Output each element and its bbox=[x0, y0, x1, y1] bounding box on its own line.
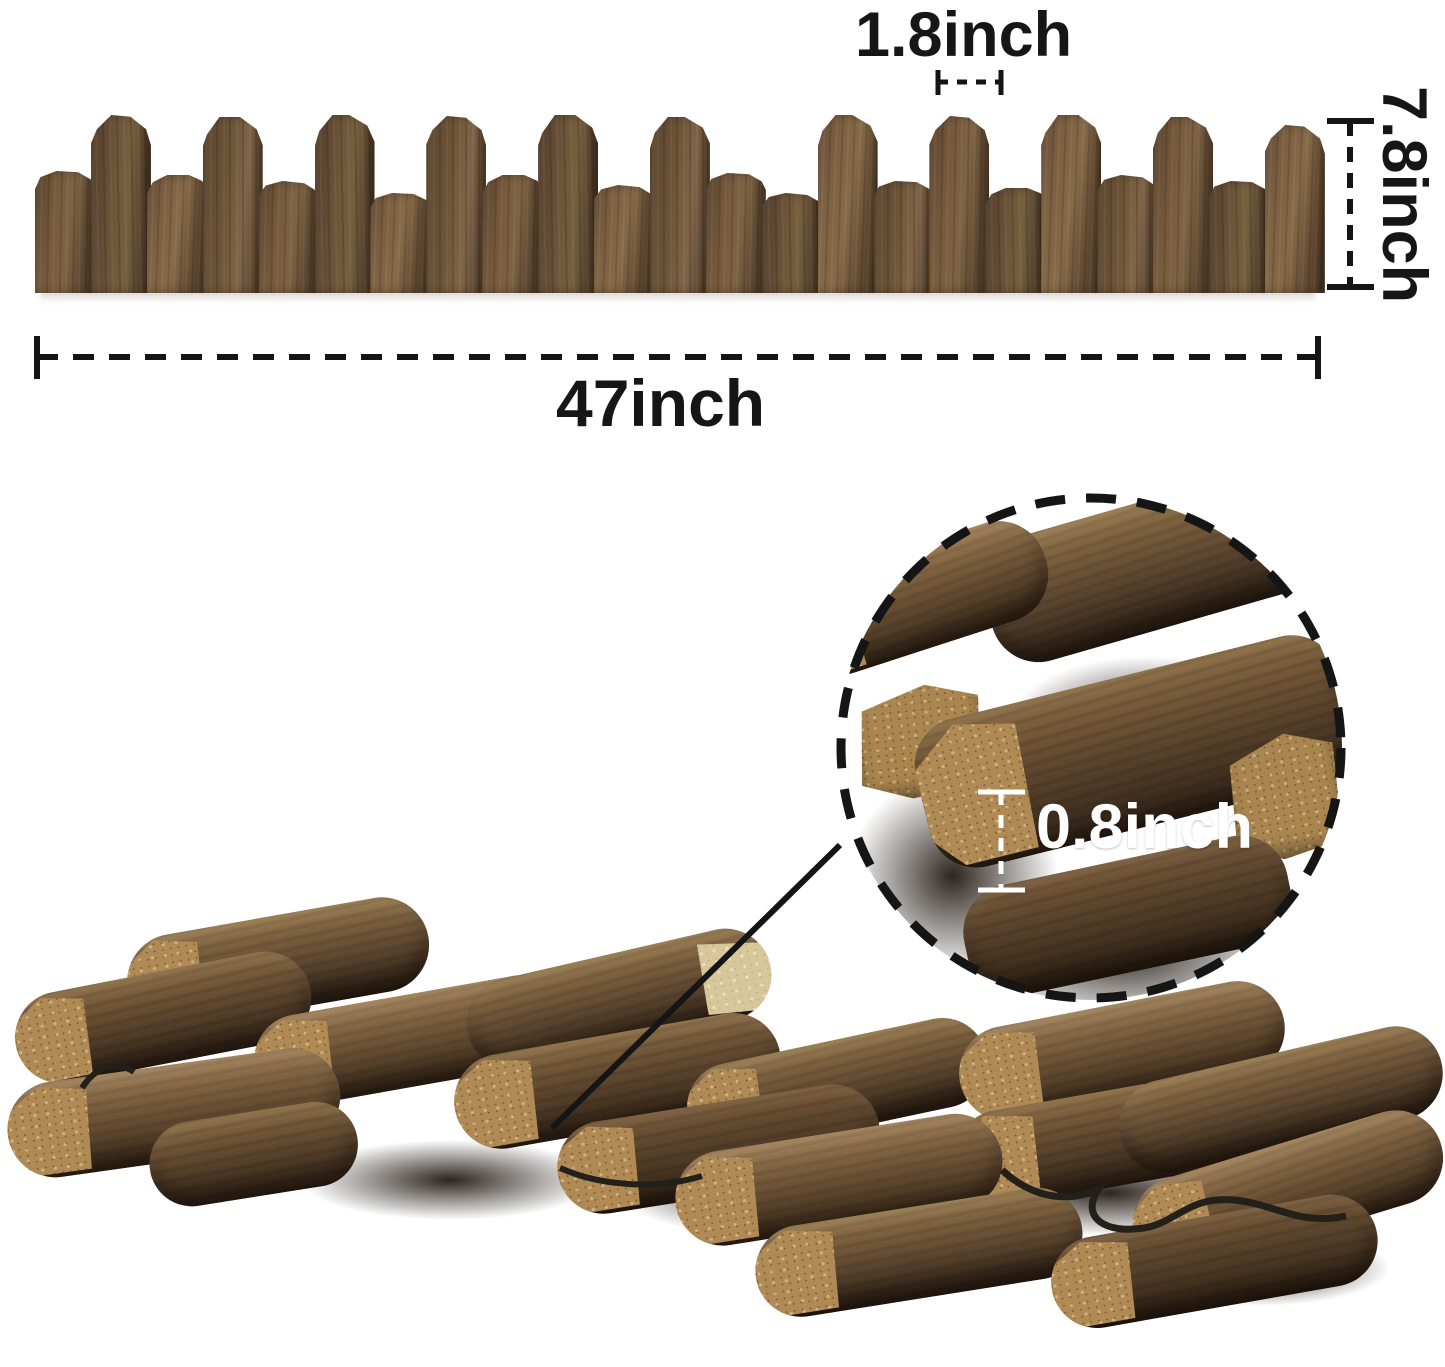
fence-picket bbox=[90, 115, 151, 293]
fence-picket bbox=[1153, 117, 1213, 293]
fence-ground-shadow bbox=[40, 290, 1315, 302]
fence-picket bbox=[35, 171, 95, 293]
log-thickness-label: 0.8inch bbox=[1036, 792, 1254, 862]
fence-picket bbox=[594, 185, 654, 293]
fence-picket bbox=[258, 181, 319, 293]
fence-picket bbox=[370, 193, 431, 293]
fence-picket bbox=[482, 175, 543, 293]
fence-picket bbox=[1041, 115, 1102, 293]
fence-picket bbox=[1264, 125, 1325, 293]
fence-picket bbox=[817, 115, 878, 293]
fence-picket bbox=[314, 115, 375, 293]
picket-width-label: 1.8inch bbox=[855, 0, 1073, 70]
fence-picket bbox=[1097, 175, 1158, 293]
fence-length-label: 47inch bbox=[556, 366, 766, 440]
detail-closeup-photo bbox=[838, 496, 1342, 1000]
fence-picket bbox=[929, 116, 990, 293]
detail-circle: 0.8inch bbox=[838, 496, 1342, 1000]
fence-picket bbox=[202, 117, 263, 293]
fence-picket bbox=[985, 188, 1046, 293]
fence-picket bbox=[705, 173, 766, 293]
fence-picket bbox=[426, 116, 487, 293]
fence-picket bbox=[538, 115, 599, 293]
fence-picket bbox=[1208, 181, 1269, 293]
fence-picket bbox=[649, 117, 710, 293]
fence-height-label: 7.8inch bbox=[1369, 86, 1439, 304]
fence-picket bbox=[873, 181, 934, 293]
fence-picket bbox=[761, 193, 822, 293]
fence-picket bbox=[146, 175, 207, 293]
log-end-grain bbox=[838, 574, 871, 685]
